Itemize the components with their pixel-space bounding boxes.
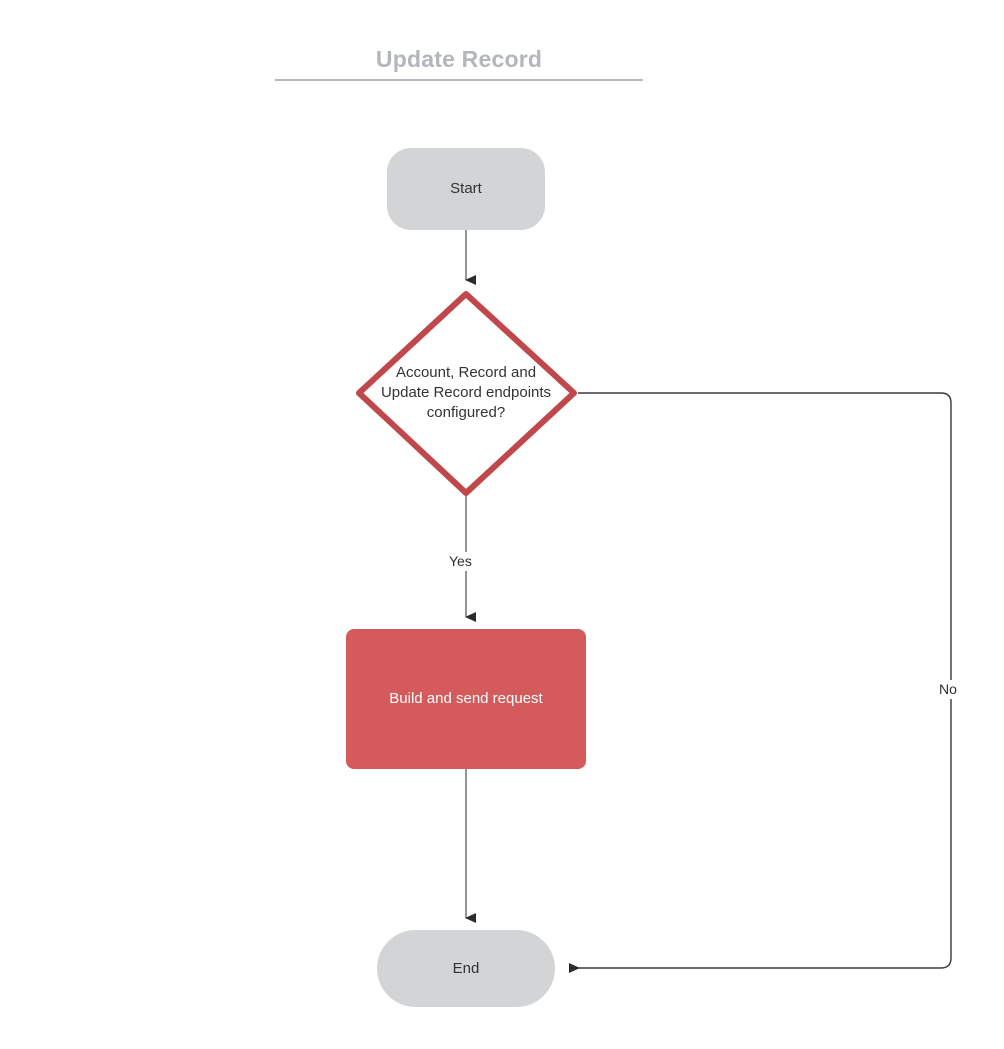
node-end[interactable]: End (377, 930, 555, 1007)
node-process-label: Build and send request (389, 690, 543, 707)
edge-label-no: No (935, 680, 961, 699)
node-process[interactable]: Build and send request (346, 629, 586, 769)
node-start[interactable]: Start (387, 148, 545, 230)
node-start-label: Start (450, 180, 482, 197)
edge-label-yes: Yes (445, 552, 476, 571)
node-end-label: End (452, 959, 480, 977)
page-title: Update Record (375, 46, 543, 72)
decision-diamond-shape (356, 291, 577, 496)
title-divider (275, 79, 643, 81)
edge-decision-no (569, 392, 952, 973)
